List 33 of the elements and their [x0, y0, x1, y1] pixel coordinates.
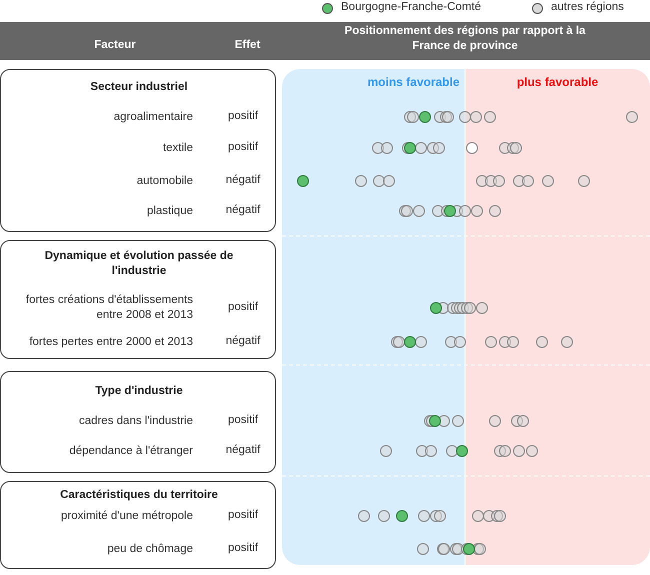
group-box — [0, 69, 276, 232]
effect-cell-text: positif — [226, 300, 260, 315]
group-heading: Secteur industriel — [89, 80, 189, 95]
effect-cell-text: positif — [226, 541, 260, 556]
factor-cell-text: fortes créations d'établissements entre 2008 et 2013 — [24, 293, 193, 323]
group-box — [0, 371, 276, 473]
factor-cell-text: automobile — [136, 174, 193, 188]
factor-cell-text: agroalimentaire — [112, 110, 193, 124]
column-header: Positionnement des régions par rapport à la France de province — [344, 24, 586, 54]
group-heading: Dynamique et évolution passée de l'industrie — [44, 249, 234, 279]
effect-cell-text: positif — [226, 508, 260, 523]
factor-cell-text: dépendance à l'étranger — [68, 444, 193, 458]
effect-cell-text: négatif — [224, 173, 262, 188]
effect-cell-text: positif — [226, 140, 260, 155]
factor-cell-text: fortes pertes entre 2000 et 2013 — [28, 334, 193, 350]
group-box — [0, 481, 276, 569]
group-heading: Type d'industrie — [94, 384, 184, 399]
column-header: Effet — [234, 38, 262, 53]
column-header: Facteur — [93, 38, 137, 53]
effect-cell-text: négatif — [224, 203, 262, 218]
group-heading: Caractéristiques du territoire — [59, 488, 219, 503]
factor-cell-text: proximité d'une métropole — [60, 508, 193, 524]
effect-cell-text: négatif — [224, 443, 262, 458]
factor-cell-text: cadres dans l'industrie — [78, 414, 193, 428]
effect-cell-text: positif — [226, 109, 260, 124]
factor-cell-text: plastique — [146, 204, 193, 218]
effect-cell-text: positif — [226, 413, 260, 428]
factor-cell-text: peu de chômage — [106, 542, 193, 556]
effect-cell-text: négatif — [224, 334, 262, 349]
legend-label: autres régions — [551, 1, 624, 13]
factor-cell-text: textile — [162, 140, 193, 156]
legend-label: Bourgogne-Franche-Comté — [341, 1, 481, 13]
group-box — [0, 240, 276, 359]
